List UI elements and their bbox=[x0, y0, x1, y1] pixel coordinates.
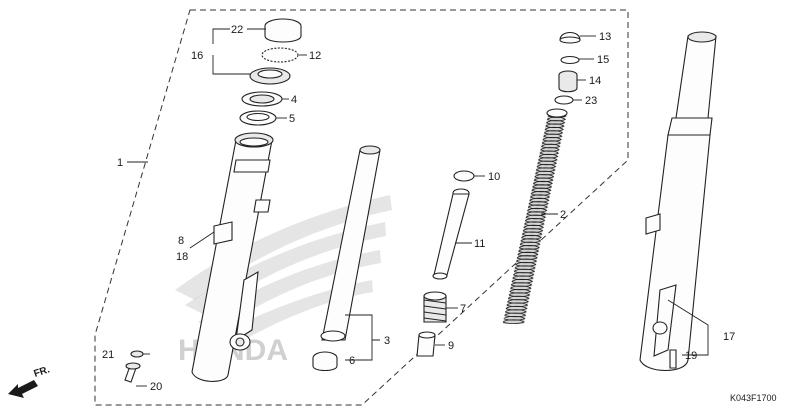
callout-7: 7 bbox=[460, 303, 466, 315]
callout-2: 2 bbox=[560, 209, 566, 221]
callout-1: 1 bbox=[117, 157, 123, 169]
fork-slider bbox=[191, 132, 274, 382]
callout-9: 9 bbox=[448, 340, 454, 352]
damper-rod bbox=[432, 170, 475, 280]
callout-23: 23 bbox=[585, 95, 597, 107]
callout-13: 13 bbox=[599, 31, 611, 43]
callout-labels: 1 2 3 4 5 6 7 8 9 10 11 12 13 14 15 16 1… bbox=[102, 24, 735, 393]
callout-12: 12 bbox=[309, 50, 321, 62]
leader-lines bbox=[127, 28, 709, 387]
callout-5: 5 bbox=[289, 113, 295, 125]
front-direction-arrow: FR. bbox=[8, 364, 51, 398]
fork-spring bbox=[502, 108, 568, 324]
callout-15: 15 bbox=[597, 54, 609, 66]
callout-3: 3 bbox=[384, 335, 390, 347]
drain-bolt bbox=[124, 350, 144, 383]
callout-6: 6 bbox=[349, 355, 355, 367]
spring-coil bbox=[502, 319, 525, 324]
callout-8: 8 bbox=[178, 235, 184, 247]
callout-17: 17 bbox=[723, 331, 735, 343]
top-cap-stack bbox=[554, 31, 581, 105]
rebound-spring bbox=[423, 291, 447, 323]
callout-16: 16 bbox=[191, 50, 203, 62]
callout-11: 11 bbox=[474, 238, 485, 250]
callout-10: 10 bbox=[488, 171, 500, 183]
callout-4: 4 bbox=[291, 94, 297, 106]
front-direction-label: FR. bbox=[33, 364, 52, 380]
callout-19: 19 bbox=[685, 350, 697, 362]
seal-stack bbox=[239, 18, 302, 126]
oil-lock-piece bbox=[416, 331, 436, 357]
assembled-fork bbox=[639, 31, 717, 371]
callout-21: 21 bbox=[102, 349, 114, 361]
inner-tube bbox=[312, 145, 381, 372]
callout-14: 14 bbox=[589, 75, 601, 87]
callout-20: 20 bbox=[150, 381, 162, 393]
drawing-code: K043F1700 bbox=[730, 393, 777, 403]
callout-22: 22 bbox=[231, 24, 243, 36]
callout-18: 18 bbox=[176, 251, 188, 263]
